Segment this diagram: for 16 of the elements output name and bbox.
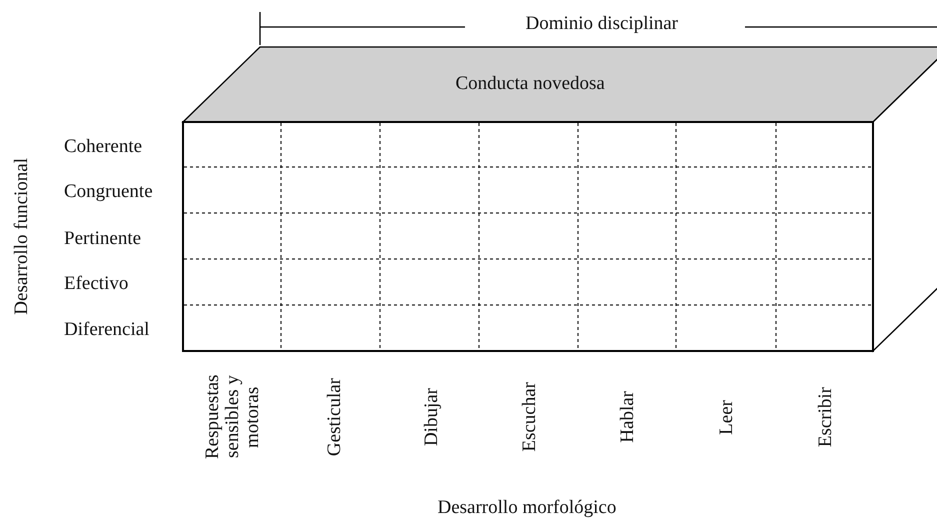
column-label: Gesticular <box>325 378 345 456</box>
axis-title: Desarrollo morfológico <box>438 498 616 518</box>
column-label: Respuestas sensibles y motoras <box>203 374 263 462</box>
axis-title: Desarrollo funcional <box>12 158 32 314</box>
column-label: Escuchar <box>520 382 540 452</box>
row-label: Pertinente <box>64 229 142 249</box>
column-label: Escribir <box>816 387 836 448</box>
row-label: Coherente <box>64 137 142 157</box>
row-label: Congruente <box>64 182 153 202</box>
row-label: Diferencial <box>64 320 150 340</box>
column-label: Dibujar <box>422 388 442 446</box>
column-label: Hablar <box>618 391 638 443</box>
face-label: Conducta novedosa <box>456 74 605 94</box>
column-label: Leer <box>717 400 737 434</box>
row-label: Efectivo <box>64 274 128 294</box>
axis-title: Dominio disciplinar <box>526 14 678 34</box>
